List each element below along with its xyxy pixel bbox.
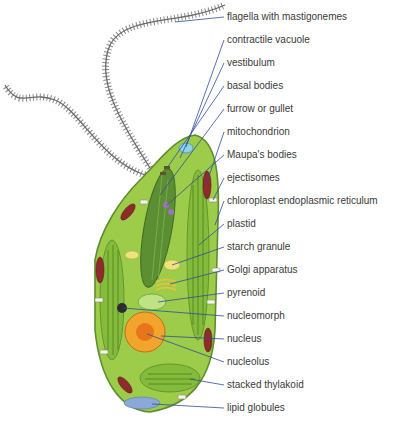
- ejectisome: [100, 350, 108, 354]
- part-label: furrow or gullet: [227, 103, 293, 115]
- part-label: basal bodies: [227, 80, 283, 92]
- part-label: contractile vacuole: [227, 34, 310, 46]
- leader-line: [175, 17, 224, 22]
- part-label: starch granule: [227, 241, 290, 253]
- flagellum-hairs: [5, 85, 145, 175]
- plastid-lobe: [140, 364, 200, 392]
- leader-line: [147, 334, 224, 362]
- part-label: nucleomorph: [227, 310, 285, 322]
- gullet-body: [134, 166, 182, 289]
- mitochondria: [96, 171, 212, 395]
- leader-line: [167, 86, 224, 168]
- part-label: vestibulum: [227, 57, 275, 69]
- leader-line: [215, 201, 224, 225]
- leader-line: [167, 155, 224, 205]
- thylakoid: [198, 175, 199, 335]
- ejectisome: [178, 395, 186, 399]
- nucleus: [125, 312, 165, 352]
- leader-line: [158, 293, 224, 302]
- leader-line: [199, 224, 224, 245]
- part-label: chloroplast endoplasmic reticulum: [227, 195, 378, 207]
- lipid-globules: [124, 397, 160, 409]
- leader-line: [161, 336, 224, 339]
- plastid-lobe: [100, 240, 124, 360]
- thylakoid: [193, 185, 194, 325]
- leader-line: [170, 270, 224, 284]
- golgi-cisterna: [156, 284, 176, 287]
- flagella: [5, 5, 225, 175]
- leader-line: [213, 178, 224, 200]
- thylakoid: [145, 379, 195, 380]
- leader-line: [172, 247, 224, 265]
- ejectisome: [140, 200, 148, 204]
- thylakoid: [113, 245, 114, 355]
- gullet: [134, 166, 182, 289]
- part-label: Maupa's bodies: [227, 149, 297, 161]
- golgi-cisterna: [156, 280, 176, 283]
- part-label: mitochondrion: [227, 126, 290, 138]
- basal-body: [160, 172, 166, 175]
- thylakoid: [118, 250, 119, 350]
- thylakoid: [148, 384, 192, 385]
- starch-granule: [125, 251, 139, 259]
- part-label: lipid globules: [227, 402, 285, 414]
- golgi-apparatus: [156, 280, 176, 291]
- mitochondrion: [116, 375, 135, 395]
- flagellum: [5, 85, 145, 175]
- part-label: Golgi apparatus: [227, 264, 298, 276]
- ejectisome: [207, 300, 215, 304]
- thylakoid: [108, 250, 109, 350]
- leader-line: [123, 308, 224, 316]
- part-label: plastid: [227, 218, 256, 230]
- gullet-stripe: [152, 175, 162, 280]
- thylakoid: [148, 374, 192, 375]
- leader-line: [180, 63, 224, 158]
- leader-line: [190, 379, 224, 385]
- part-label: ejectisomes: [227, 172, 280, 184]
- part-label: flagella with mastigonemes: [227, 11, 347, 23]
- pyrenoid: [138, 294, 166, 310]
- leader-lines: [123, 17, 224, 408]
- mitochondrion: [204, 328, 212, 352]
- thylakoid: [203, 185, 204, 325]
- leader-line: [152, 404, 224, 408]
- ejectisomes: [95, 198, 220, 399]
- ejectisome: [95, 298, 103, 302]
- part-label: nucleus: [227, 333, 261, 345]
- maupas-body: [168, 209, 174, 215]
- mitochondrion: [119, 202, 138, 222]
- part-label: pyrenoid: [227, 287, 265, 299]
- maupas-body: [163, 202, 169, 208]
- mitochondrion: [203, 171, 211, 199]
- golgi-cisterna: [156, 288, 176, 291]
- part-label: nucleolus: [227, 356, 269, 368]
- part-label: stacked thylakoid: [227, 379, 304, 391]
- mitochondrion: [96, 257, 104, 283]
- leader-line: [160, 109, 224, 195]
- nucleolus: [136, 323, 154, 341]
